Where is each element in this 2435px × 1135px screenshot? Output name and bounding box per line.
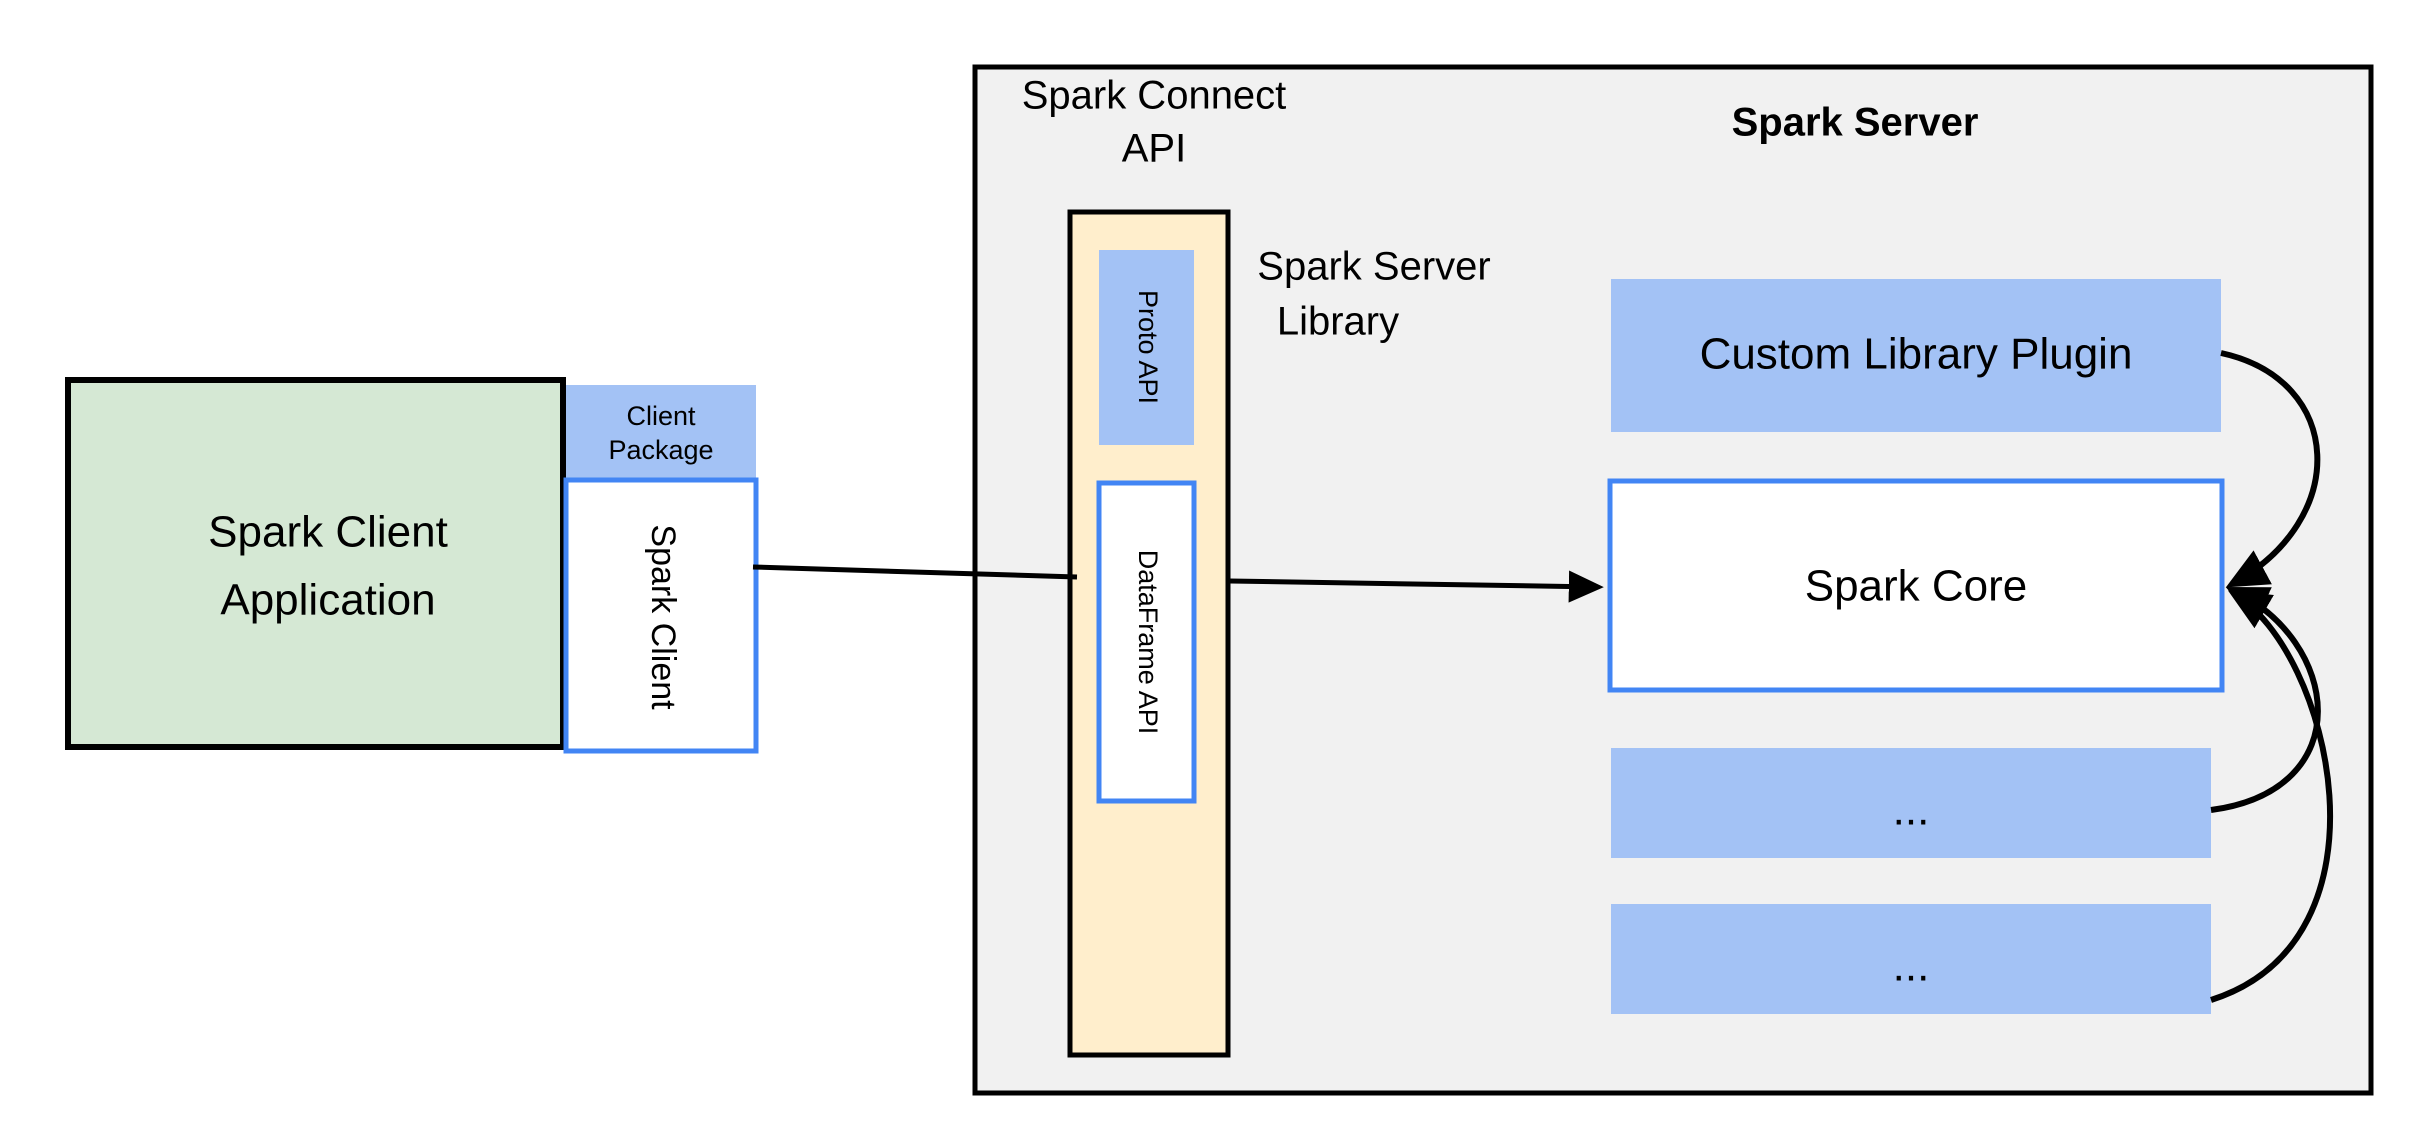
- spark-client-box[interactable]: [563, 477, 759, 754]
- client-package-label-line1: Client: [626, 401, 696, 431]
- spark-client-application-label-line1: Spark Client: [208, 508, 448, 557]
- spark-client-label: Spark Client: [644, 524, 682, 710]
- spark-core-box[interactable]: [1607, 478, 2225, 693]
- spark-connect-api-title-line1: Spark Connect: [1022, 74, 1287, 118]
- curve-ellipsis2-to-spark-core: [2210, 590, 2333, 1003]
- spark-server-library-title-line1: Spark Server: [1257, 245, 1490, 289]
- ellipsis-label-1: ...: [1893, 786, 1930, 835]
- client-package-label-line2: Package: [608, 435, 713, 465]
- spark-core-label: Spark Core: [1805, 562, 2028, 611]
- curve-plugin-to-spark-core: [2220, 350, 2321, 588]
- dataframe-api-box[interactable]: [1096, 480, 1197, 804]
- proto-api-label: Proto API: [1133, 290, 1163, 404]
- ellipsis-box-2[interactable]: [1611, 904, 2211, 1014]
- dataframe-api-label: DataFrame API: [1133, 550, 1163, 735]
- spark-client-application-label-line2: Application: [220, 576, 435, 625]
- spark-client-application-box[interactable]: [65, 377, 566, 750]
- arrow-client-to-connect-api: [752, 564, 1078, 580]
- spark-connect-api-title-line2: API: [1122, 127, 1186, 171]
- spark-server-library-title-line2: Library: [1277, 300, 1399, 344]
- arrow-connect-api-to-spark-core: [1229, 570, 1604, 603]
- ellipsis-box-1[interactable]: [1611, 748, 2211, 858]
- client-package-box[interactable]: [566, 385, 756, 480]
- proto-api-box[interactable]: [1099, 250, 1194, 445]
- custom-library-plugin-box[interactable]: [1611, 279, 2221, 432]
- spark-server-panel-title: Spark Server: [1732, 101, 1979, 145]
- custom-library-plugin-label: Custom Library Plugin: [1700, 330, 2133, 379]
- ellipsis-label-2: ...: [1893, 942, 1930, 991]
